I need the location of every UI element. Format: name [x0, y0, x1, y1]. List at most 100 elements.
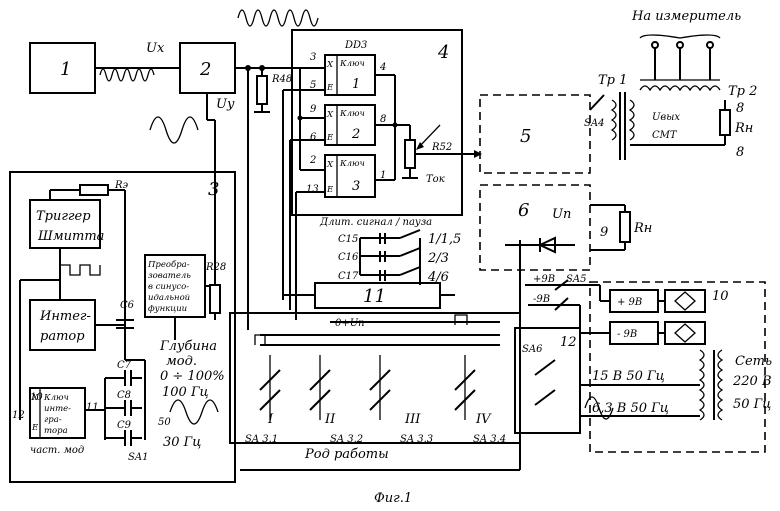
svg-text:тора: тора: [44, 426, 68, 436]
svg-text:X: X: [326, 60, 334, 70]
svg-text:E: E: [326, 133, 334, 143]
svg-text:4: 4: [379, 62, 386, 73]
sa6-switch[interactable]: [534, 359, 556, 376]
svg-text:C16: C16: [338, 252, 359, 263]
duration-title: Длит. сигнал / пауза: [319, 217, 432, 228]
svg-text:9: 9: [310, 104, 317, 115]
svg-text:SA 3.3: SA 3.3: [400, 434, 433, 445]
svg-text:част. мод: част. мод: [30, 445, 84, 456]
svg-text:0+Uп: 0+Uп: [335, 318, 365, 329]
svg-text:- 9В: - 9В: [617, 329, 637, 340]
svg-text:в синусо-: в синусо-: [148, 282, 189, 292]
r52-resistor: [404, 139, 416, 169]
am-waveform: [237, 9, 319, 27]
svg-text:гра-: гра-: [44, 415, 62, 425]
svg-text:SA6: SA6: [522, 344, 543, 355]
svg-text:мод.: мод.: [166, 354, 197, 369]
svg-text:9: 9: [600, 225, 608, 240]
ux-label: Uх: [146, 41, 165, 56]
r52-label: R52: [431, 142, 452, 153]
svg-text:Шмитта: Шмитта: [37, 229, 104, 244]
schmitt-trigger: [29, 199, 101, 249]
block-5: [479, 94, 591, 174]
svg-text:C7: C7: [117, 360, 132, 371]
svg-text:Тр 2: Тр 2: [728, 84, 757, 99]
rn-load-2: [619, 211, 631, 243]
svg-text:SA4: SA4: [584, 118, 604, 129]
svg-text:10: 10: [30, 392, 43, 403]
svg-text:C8: C8: [117, 390, 131, 401]
block-12-frame: [514, 327, 581, 434]
r28-resistor: [209, 284, 221, 314]
block-1-label: 1: [60, 59, 71, 80]
svg-text:2/3: 2/3: [427, 251, 449, 266]
svg-text:ратор: ратор: [40, 329, 85, 344]
svg-text:Uп: Uп: [552, 207, 571, 222]
re-label: Rэ: [114, 180, 129, 191]
re-resistor: [79, 184, 109, 196]
svg-text:C15: C15: [338, 234, 358, 245]
svg-text:Ключ: Ключ: [43, 393, 69, 403]
pulse-waveform: [59, 264, 101, 276]
svg-text:-9В: -9В: [533, 294, 550, 305]
svg-text:X: X: [31, 393, 39, 403]
svg-text:1/1,5: 1/1,5: [428, 232, 461, 247]
svg-text:Rн: Rн: [734, 121, 753, 136]
svg-text:0 ÷ 100%: 0 ÷ 100%: [160, 369, 225, 384]
r28-label: R28: [205, 262, 226, 273]
svg-text:6,3 В 50 Гц: 6,3 В 50 Гц: [592, 401, 669, 416]
svg-text:E: E: [326, 83, 334, 93]
svg-text:4/6: 4/6: [427, 270, 449, 285]
svg-text:Сеть: Сеть: [735, 354, 772, 369]
svg-text:инте-: инте-: [44, 404, 71, 414]
svg-text:X: X: [326, 160, 334, 170]
svg-text:С6: С6: [120, 300, 135, 311]
svg-text:+ 9В: + 9В: [617, 297, 642, 308]
modulation-sine: [149, 116, 199, 144]
svg-text:Ключ: Ключ: [339, 109, 365, 119]
svg-text:I: I: [267, 412, 274, 427]
block-4-label: 4: [437, 42, 449, 63]
svg-text:+9В: +9В: [533, 274, 555, 285]
svg-text:Rн: Rн: [633, 221, 652, 236]
uy-label: Uу: [216, 97, 235, 112]
svg-text:50: 50: [158, 417, 171, 428]
svg-text:12: 12: [560, 335, 577, 350]
svg-text:зователь: зователь: [148, 271, 191, 281]
svg-text:8: 8: [380, 114, 386, 125]
svg-text:8: 8: [736, 101, 744, 116]
output-sine: [169, 399, 219, 425]
svg-text:II: II: [324, 412, 336, 427]
integrator: [29, 299, 96, 351]
svg-text:функции: функции: [148, 304, 187, 314]
svg-text:C17: C17: [338, 271, 359, 282]
svg-text:Интег-: Интег-: [39, 309, 91, 324]
bridge-minus: [664, 321, 706, 345]
svg-text:1: 1: [380, 170, 386, 181]
svg-text:15 В 50 Гц: 15 В 50 Гц: [592, 369, 665, 384]
svg-text:III: III: [404, 412, 421, 427]
svg-text:Ключ: Ключ: [339, 159, 365, 169]
svg-text:6: 6: [310, 132, 317, 143]
dd3-key-3-label: 3: [352, 179, 360, 194]
svg-text:X: X: [326, 110, 334, 120]
dd3-key-1: [324, 54, 376, 96]
svg-text:6: 6: [518, 200, 529, 221]
dd3-key-1-label: 1: [352, 77, 360, 92]
svg-text:2: 2: [309, 155, 316, 166]
block-4-frame: [291, 29, 463, 216]
r48-resistor: [256, 75, 268, 105]
svg-text:Тр 1: Тр 1: [598, 73, 627, 88]
svg-text:Ключ: Ключ: [339, 59, 365, 69]
dd3-label: DD3: [344, 40, 367, 51]
svg-text:C9: C9: [117, 420, 132, 431]
block-3-frame: [9, 171, 236, 483]
svg-text:220 В: 220 В: [732, 374, 772, 389]
mains-transformer: [698, 349, 705, 421]
svg-text:E: E: [326, 185, 334, 195]
block-6: [479, 184, 591, 271]
svg-text:Род работы: Род работы: [304, 447, 389, 462]
rn-load-1: [719, 109, 731, 136]
mode-switch-sa3[interactable]: [259, 355, 476, 420]
